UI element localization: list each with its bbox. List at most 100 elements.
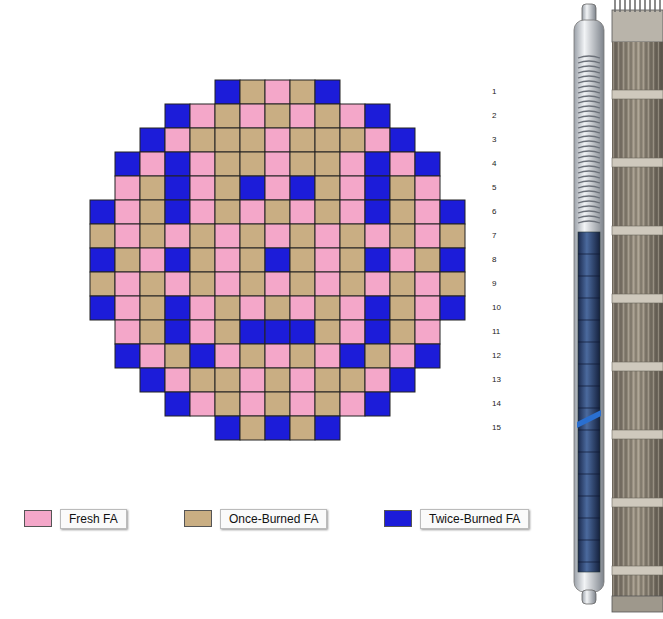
- fuel-assembly-cell: [240, 128, 265, 152]
- row-number: 5: [492, 183, 496, 193]
- fuel-assembly-cell: [165, 344, 190, 368]
- fuel-assembly-cell: [190, 104, 215, 128]
- spring-coil: [578, 206, 600, 208]
- row-number: 4: [492, 159, 496, 169]
- fuel-assembly-cell: [215, 128, 240, 152]
- fuel-assembly-cell: [215, 368, 240, 392]
- fuel-assembly-cell: [140, 272, 165, 296]
- fuel-assembly-cell: [265, 368, 290, 392]
- fuel-assembly-cell: [365, 224, 390, 248]
- spring-coil: [578, 166, 600, 168]
- fuel-assembly-cell: [190, 224, 215, 248]
- fuel-assembly-cell: [265, 80, 290, 104]
- fuel-assembly-cell: [315, 200, 340, 224]
- fuel-assembly-cell: [165, 296, 190, 320]
- fuel-assembly-cell: [165, 320, 190, 344]
- rod-top: [629, 0, 631, 12]
- fuel-assembly-cell: [265, 104, 290, 128]
- legend-label: Once-Burned FA: [220, 509, 327, 529]
- fuel-assembly-cell: [390, 200, 415, 224]
- fuel-assembly-cell: [165, 224, 190, 248]
- fuel-assembly-cell: [290, 152, 315, 176]
- pellet-joint: [578, 254, 600, 255]
- fuel-assembly-cell: [340, 392, 365, 416]
- fuel-assembly-cell: [140, 176, 165, 200]
- fuel-assembly-cell: [115, 152, 140, 176]
- rod-top: [649, 0, 651, 12]
- fuel-assembly-cell: [340, 320, 365, 344]
- fuel-assembly-cell: [165, 128, 190, 152]
- fuel-assembly-cell: [240, 104, 265, 128]
- fuel-assembly-cell: [215, 152, 240, 176]
- pellet-joint: [578, 364, 600, 365]
- fuel-assembly-cell: [265, 416, 290, 440]
- fuel-assembly-cell: [190, 176, 215, 200]
- fuel-assembly-cell: [290, 176, 315, 200]
- row-number: 7: [492, 231, 496, 241]
- fuel-assembly-cell: [265, 248, 290, 272]
- fuel-assembly-cell: [290, 128, 315, 152]
- fuel-assembly-cell: [190, 392, 215, 416]
- fuel-assembly-cell: [140, 344, 165, 368]
- pellet-joint: [578, 276, 600, 277]
- spacer-grid: [612, 498, 663, 507]
- fuel-assembly-cell: [165, 200, 190, 224]
- spring-coil: [578, 191, 600, 193]
- fuel-assembly-cell: [315, 320, 340, 344]
- spacer-grid: [612, 226, 663, 235]
- spring-coil: [578, 126, 600, 128]
- fuel-assembly-cell: [390, 152, 415, 176]
- fuel-assembly-cell: [290, 80, 315, 104]
- fuel-assembly-cell: [315, 248, 340, 272]
- pellet-joint: [578, 540, 600, 541]
- fuel-assembly-cell: [265, 296, 290, 320]
- fuel-assembly-cell: [415, 152, 440, 176]
- fuel-assembly-cell: [290, 200, 315, 224]
- spring-coil: [578, 101, 600, 103]
- fuel-assembly-cell: [290, 344, 315, 368]
- fuel-assembly-cell: [390, 296, 415, 320]
- spring-coil: [578, 211, 600, 213]
- spring-coil: [578, 56, 600, 58]
- fuel-assembly-cell: [165, 392, 190, 416]
- fuel-assembly-cell: [90, 224, 115, 248]
- legend-label: Fresh FA: [60, 509, 127, 529]
- fuel-assembly-cell: [240, 320, 265, 344]
- fuel-assembly-cell: [165, 248, 190, 272]
- spacer-grid: [612, 566, 663, 575]
- spring-coil: [578, 171, 600, 173]
- fuel-assembly-cell: [240, 296, 265, 320]
- spring-coil: [578, 71, 600, 73]
- fuel-assembly-cell: [315, 104, 340, 128]
- fuel-assembly-cell: [265, 224, 290, 248]
- spring-coil: [578, 81, 600, 83]
- fuel-assembly-cell: [415, 296, 440, 320]
- fuel-assembly-cell: [115, 272, 140, 296]
- row-number: 14: [492, 399, 501, 409]
- row-number: 3: [492, 135, 496, 145]
- row-number: 1: [492, 87, 496, 97]
- legend-swatch: [184, 510, 212, 527]
- fuel-assembly-cell: [140, 248, 165, 272]
- fuel-assembly-cell: [315, 224, 340, 248]
- fuel-assembly-cell: [140, 320, 165, 344]
- fuel-assembly-cell: [215, 320, 240, 344]
- fuel-assembly-cell: [115, 200, 140, 224]
- spring-coil: [578, 181, 600, 183]
- fuel-assembly-cell: [115, 176, 140, 200]
- spring-coil: [578, 111, 600, 113]
- fuel-assembly-cell: [365, 296, 390, 320]
- fuel-assembly-cell: [315, 296, 340, 320]
- spring-coil: [578, 66, 600, 68]
- row-number: 11: [492, 327, 500, 337]
- fuel-assembly-cell: [340, 344, 365, 368]
- fuel-assembly-cell: [365, 392, 390, 416]
- fuel-assembly-cell: [365, 152, 390, 176]
- fuel-assembly-cell: [90, 272, 115, 296]
- pellet-joint: [578, 518, 600, 519]
- fuel-assembly-cell: [340, 104, 365, 128]
- fuel-assembly-cell: [140, 368, 165, 392]
- fuel-assembly-cell: [415, 200, 440, 224]
- fuel-assembly-cell: [315, 152, 340, 176]
- fuel-assembly-cell: [215, 176, 240, 200]
